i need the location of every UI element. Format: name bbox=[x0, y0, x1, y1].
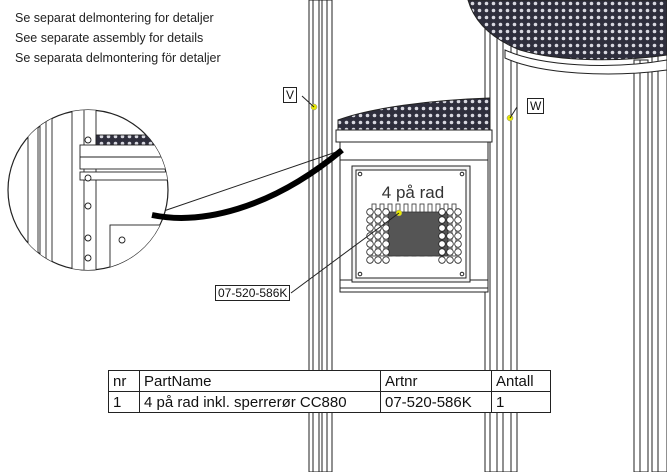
game-piece bbox=[446, 256, 454, 264]
table-row: 1 4 på rad inkl. sperrerør CC880 07-520-… bbox=[108, 391, 551, 413]
game-piece bbox=[446, 224, 454, 232]
game-piece bbox=[366, 248, 374, 256]
game-piece bbox=[374, 232, 382, 240]
note-english: See separate assembly for details bbox=[15, 31, 204, 45]
detail-leader bbox=[151, 147, 344, 221]
header-nr: nr bbox=[108, 370, 140, 392]
header-antall: Antall bbox=[491, 370, 551, 392]
game-piece bbox=[374, 248, 382, 256]
game-piece bbox=[438, 216, 446, 224]
game-grid bbox=[371, 203, 457, 257]
game-piece bbox=[374, 216, 382, 224]
game-piece bbox=[446, 216, 454, 224]
game-piece bbox=[454, 216, 462, 224]
game-piece bbox=[382, 208, 390, 216]
upper-platform bbox=[467, 0, 667, 75]
game-piece bbox=[438, 256, 446, 264]
header-partname: PartName bbox=[139, 370, 381, 392]
game-piece bbox=[382, 256, 390, 264]
game-piece bbox=[366, 256, 374, 264]
game-piece bbox=[382, 248, 390, 256]
game-piece bbox=[374, 240, 382, 248]
game-piece bbox=[454, 240, 462, 248]
game-piece bbox=[446, 240, 454, 248]
callout-w: W bbox=[527, 98, 545, 114]
game-piece bbox=[438, 232, 446, 240]
callout-v: V bbox=[283, 87, 298, 103]
game-pieces bbox=[366, 208, 462, 264]
note-swedish: Se separata delmontering för detaljer bbox=[15, 51, 221, 65]
parts-table: nr PartName Artnr Antall 1 4 på rad inkl… bbox=[108, 370, 551, 413]
cell-nr: 1 bbox=[108, 391, 140, 413]
detail-view bbox=[7, 109, 169, 271]
game-piece bbox=[382, 224, 390, 232]
panel-label: 4 på rad bbox=[382, 183, 444, 202]
game-piece bbox=[366, 224, 374, 232]
game-piece bbox=[446, 248, 454, 256]
game-piece bbox=[374, 256, 382, 264]
header-artnr: Artnr bbox=[380, 370, 492, 392]
game-piece bbox=[366, 232, 374, 240]
post-left bbox=[308, 0, 333, 472]
game-piece bbox=[366, 208, 374, 216]
game-piece bbox=[446, 232, 454, 240]
game-piece bbox=[438, 208, 446, 216]
game-piece bbox=[366, 240, 374, 248]
game-piece bbox=[438, 240, 446, 248]
game-piece bbox=[454, 248, 462, 256]
game-piece bbox=[454, 224, 462, 232]
game-piece bbox=[454, 256, 462, 264]
post-right bbox=[633, 0, 667, 472]
parts-table-header: nr PartName Artnr Antall bbox=[108, 370, 551, 392]
game-piece bbox=[454, 232, 462, 240]
cell-artnr: 07-520-586K bbox=[380, 391, 492, 413]
leader-lines bbox=[151, 95, 518, 294]
game-piece bbox=[382, 232, 390, 240]
game-piece bbox=[382, 240, 390, 248]
cell-antall: 1 bbox=[491, 391, 551, 413]
game-piece bbox=[438, 224, 446, 232]
lower-platform bbox=[335, 97, 493, 148]
note-norwegian: Se separat delmontering for detaljer bbox=[15, 11, 214, 25]
game-piece bbox=[366, 216, 374, 224]
cell-partname: 4 på rad inkl. sperrerør CC880 bbox=[139, 391, 381, 413]
game-piece bbox=[454, 208, 462, 216]
game-piece bbox=[374, 208, 382, 216]
game-piece bbox=[446, 208, 454, 216]
callout-part-number: 07-520-586K bbox=[215, 285, 291, 301]
game-piece bbox=[438, 248, 446, 256]
